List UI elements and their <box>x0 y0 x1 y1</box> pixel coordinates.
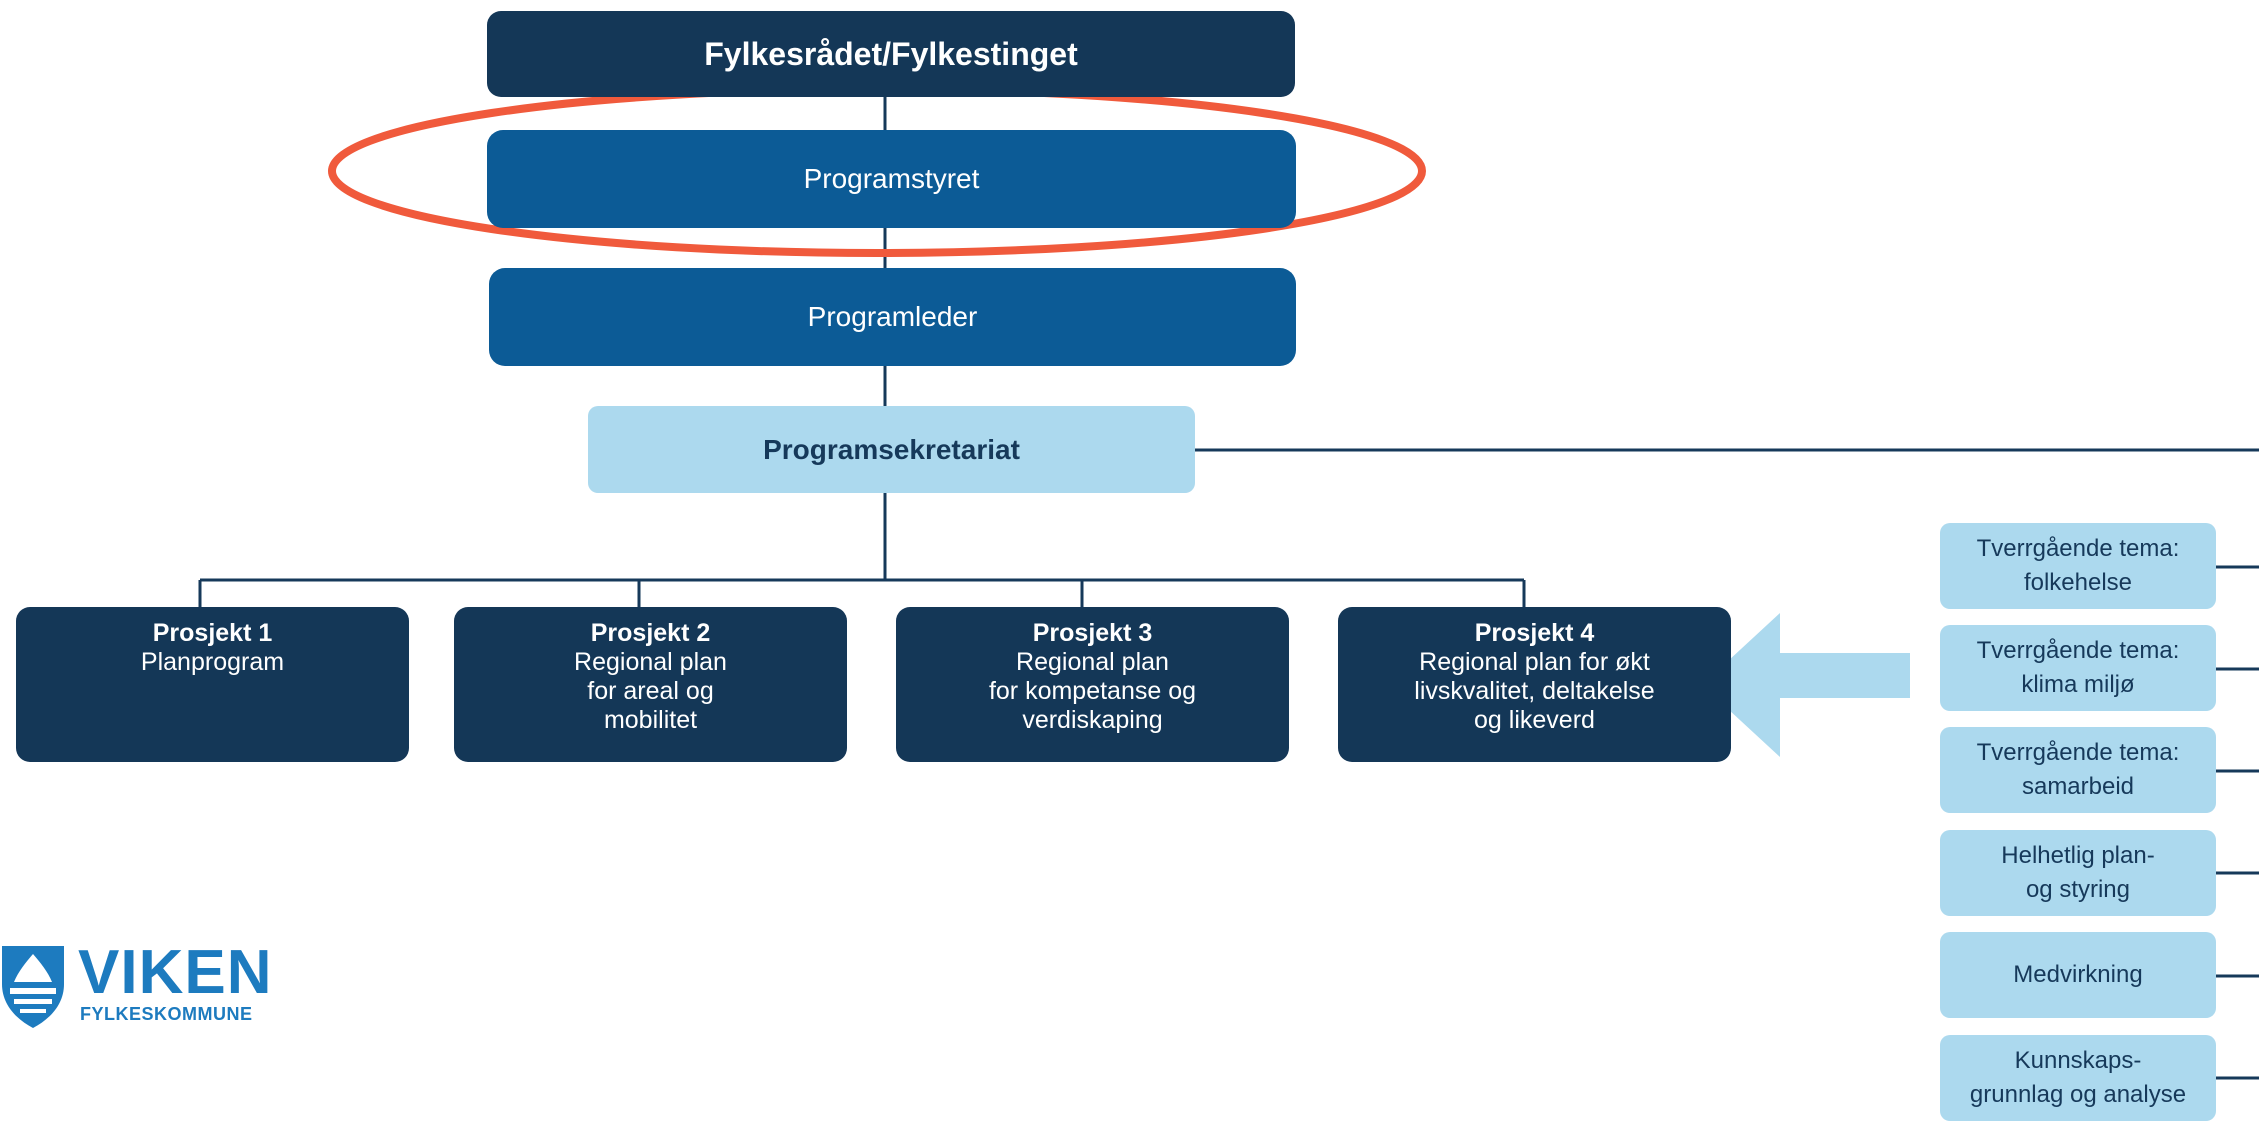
theme-box-klima[interactable]: Tverrgående tema: klima miljø <box>1940 625 2216 711</box>
board-label: Fylkesrådet/Fylkestinget <box>704 35 1078 72</box>
project-desc: Regional plan for areal og mobilitet <box>574 648 727 734</box>
project-1-box[interactable]: Prosjekt 1 Planprogram <box>16 607 409 762</box>
theme-box-samarbeid[interactable]: Tverrgående tema: samarbeid <box>1940 727 2216 813</box>
project-desc: Regional plan for kompetanse og verdiska… <box>988 648 1197 734</box>
theme-label: Helhetlig plan- og styring <box>2001 842 2155 903</box>
theme-box-plan-styring[interactable]: Helhetlig plan- og styring <box>1940 830 2216 916</box>
leader-box[interactable]: Programleder <box>489 268 1296 366</box>
viken-shield-icon <box>2 946 64 1028</box>
theme-label: Medvirkning <box>2013 961 2143 988</box>
secretariat-label: Programsekretariat <box>763 433 1020 465</box>
theme-label: Tverrgående tema: folkehelse <box>1976 535 2180 596</box>
project-title: Prosjekt 2 <box>590 619 711 647</box>
project-title: Prosjekt 4 <box>1474 619 1595 647</box>
leader-label: Programleder <box>807 301 978 332</box>
theme-label: Kunnskaps- grunnlag og analyse <box>1969 1047 2187 1108</box>
theme-label: Tverrgående tema: klima miljø <box>1976 637 2180 698</box>
theme-label: Tverrgående tema: samarbeid <box>1976 739 2180 800</box>
project-title: Prosjekt 3 <box>1032 619 1153 647</box>
project-desc: Regional plan for økt livskvalitet, delt… <box>1414 648 1655 734</box>
theme-box-folkehelse[interactable]: Tverrgående tema: folkehelse <box>1940 523 2216 609</box>
project-4-box[interactable]: Prosjekt 4 Regional plan for økt livskva… <box>1338 607 1731 762</box>
project-2-box[interactable]: Prosjekt 2 Regional plan for areal og mo… <box>454 607 847 762</box>
project-3-box[interactable]: Prosjekt 3 Regional plan for kompetanse … <box>896 607 1289 762</box>
logo-name: VIKEN <box>78 938 273 1007</box>
arrow-left-icon <box>1702 613 1910 757</box>
theme-box-kunnskapsgrunnlag[interactable]: Kunnskaps- grunnlag og analyse <box>1940 1035 2216 1121</box>
logo-subtitle: FYLKESKOMMUNE <box>80 1004 253 1024</box>
steering-label: Programstyret <box>803 163 980 194</box>
project-desc: Planprogram <box>140 648 285 676</box>
viken-logo: VIKEN FYLKESKOMMUNE <box>0 940 280 1040</box>
secretariat-box[interactable]: Programsekretariat <box>588 406 1195 493</box>
theme-box-medvirkning[interactable]: Medvirkning <box>1940 932 2216 1018</box>
board-box[interactable]: Fylkesrådet/Fylkestinget <box>487 11 1295 97</box>
project-title: Prosjekt 1 <box>152 619 273 647</box>
steering-box[interactable]: Programstyret <box>487 130 1296 228</box>
